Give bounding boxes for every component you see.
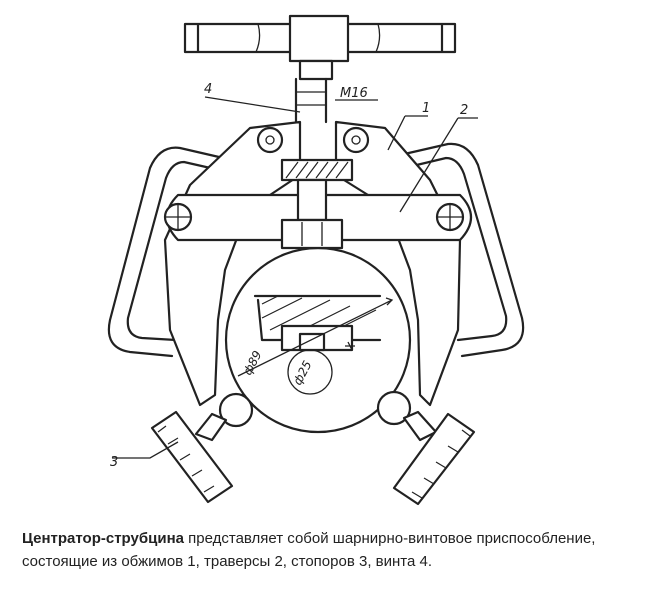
caption-title: Центратор-струбцина <box>22 530 184 547</box>
diameter-dimensions <box>237 297 394 395</box>
right-bail <box>398 142 525 358</box>
left-bail <box>107 146 234 358</box>
label-part-1: 1 <box>422 101 430 116</box>
stopper-part-3 <box>150 390 476 506</box>
label-thread: М16 <box>340 86 368 101</box>
t-handle <box>183 14 457 81</box>
central-nut <box>280 158 354 250</box>
label-part-4: 4 <box>204 82 212 97</box>
leader-lines <box>112 96 478 459</box>
right-bail-inner <box>402 156 508 342</box>
centering-clamp-drawing: 4 М16 1 2 3 ф89 ф25 <box>107 14 525 506</box>
label-part-3: 3 <box>110 455 118 470</box>
inner-piston <box>280 324 355 352</box>
screw-part-4 <box>294 77 328 124</box>
caption-paragraph: Центратор-струбцина представляет собой ш… <box>22 527 642 573</box>
label-part-2: 2 <box>460 103 468 118</box>
caption-text: представляет собой шарнирно-винтовое при… <box>22 530 596 570</box>
left-bail-inner <box>126 160 230 342</box>
